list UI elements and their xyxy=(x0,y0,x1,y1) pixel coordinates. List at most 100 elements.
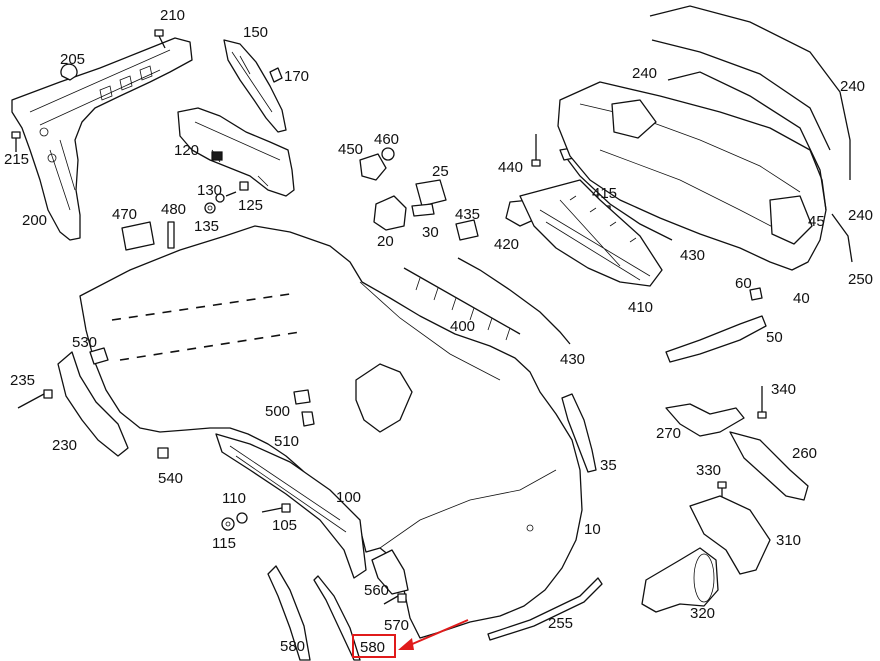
label-250: 250 xyxy=(848,271,873,288)
label-310: 310 xyxy=(776,532,801,549)
label-130: 130 xyxy=(197,182,222,199)
part-410-carrier[interactable] xyxy=(519,179,663,287)
part-235-screw[interactable] xyxy=(17,389,53,409)
part-580-strip-outer[interactable] xyxy=(267,565,311,661)
part-250-trim[interactable] xyxy=(831,213,853,263)
part-460-ring[interactable] xyxy=(381,147,395,161)
part-320-tailpipe[interactable] xyxy=(641,547,719,613)
part-435-clip[interactable] xyxy=(455,219,479,241)
part-150-bracket[interactable] xyxy=(223,39,287,133)
label-215: 215 xyxy=(4,151,29,168)
highlight-arrow xyxy=(398,619,469,650)
part-560-bracket[interactable] xyxy=(371,549,409,595)
label-330: 330 xyxy=(696,462,721,479)
part-255-strip[interactable] xyxy=(487,577,603,641)
part-400-trim[interactable] xyxy=(403,267,521,341)
part-120-bracket[interactable] xyxy=(177,107,295,197)
label-115: 115 xyxy=(212,535,236,552)
bumper-inner-bracket[interactable] xyxy=(355,363,413,433)
part-170-clip[interactable] xyxy=(269,67,283,83)
label-470: 470 xyxy=(112,206,137,223)
part-200-bracket[interactable] xyxy=(11,37,193,241)
label-110: 110 xyxy=(222,490,246,507)
label-450: 450 xyxy=(338,141,363,158)
part-240-strip-low[interactable] xyxy=(667,71,827,211)
part-480-strip[interactable] xyxy=(167,221,175,249)
label-120: 120 xyxy=(174,142,199,159)
label-570: 570 xyxy=(384,617,409,634)
label-420: 420 xyxy=(494,236,519,253)
part-430-cable-lower[interactable] xyxy=(457,257,571,345)
label-20: 20 xyxy=(377,233,394,250)
label-210: 210 xyxy=(160,7,185,24)
part-570-screw[interactable] xyxy=(383,593,407,605)
part-125-screw[interactable] xyxy=(225,181,249,197)
part-50-panel[interactable] xyxy=(665,315,767,363)
part-30-clip[interactable] xyxy=(411,203,435,217)
label-255: 255 xyxy=(548,615,573,632)
label-340: 340 xyxy=(771,381,796,398)
label-410: 410 xyxy=(628,299,653,316)
part-215-bolt[interactable] xyxy=(11,131,21,152)
label-50: 50 xyxy=(766,329,783,346)
label-35: 35 xyxy=(600,457,617,474)
label-580-highlighted: 580 xyxy=(360,639,385,656)
label-320: 320 xyxy=(690,605,715,622)
label-260: 260 xyxy=(792,445,817,462)
part-110-washer[interactable] xyxy=(236,512,248,524)
part-240-strip-mid[interactable] xyxy=(651,39,831,151)
label-60: 60 xyxy=(735,275,752,292)
part-530-clip[interactable] xyxy=(89,347,109,365)
label-45: 45 xyxy=(808,213,825,230)
label-100: 100 xyxy=(336,489,361,506)
part-25-bracket[interactable] xyxy=(415,179,447,207)
part-45-diffuser[interactable] xyxy=(557,81,827,271)
part-100-bracket[interactable] xyxy=(215,433,367,579)
label-150: 150 xyxy=(243,24,268,41)
part-135-nut[interactable] xyxy=(204,202,216,214)
part-540-clip[interactable] xyxy=(157,447,169,459)
label-240-b: 240 xyxy=(840,78,865,95)
label-480: 480 xyxy=(161,201,186,218)
part-510-clip[interactable] xyxy=(301,411,315,427)
part-35-trim[interactable] xyxy=(561,393,597,473)
label-270: 270 xyxy=(656,425,681,442)
part-10-bumper-cover[interactable] xyxy=(79,225,583,639)
label-10: 10 xyxy=(584,521,601,538)
part-240-strip-top[interactable] xyxy=(649,5,851,180)
label-240-c: 240 xyxy=(848,207,873,224)
label-540: 540 xyxy=(158,470,183,487)
label-510: 510 xyxy=(274,433,299,450)
label-580-a: 580 xyxy=(280,638,305,655)
label-415: 415 xyxy=(592,185,617,202)
highlight-580[interactable]: 580 xyxy=(352,634,396,658)
label-440: 440 xyxy=(498,159,523,176)
part-230-bracket[interactable] xyxy=(57,351,129,457)
part-205-clip[interactable] xyxy=(60,63,78,81)
part-470-cover[interactable] xyxy=(121,221,155,251)
part-310-bracket[interactable] xyxy=(689,495,771,575)
part-105-screw[interactable] xyxy=(261,503,291,513)
part-450-sensor[interactable] xyxy=(359,153,387,181)
label-240-a: 240 xyxy=(632,65,657,82)
part-20-bracket[interactable] xyxy=(373,195,407,231)
label-560: 560 xyxy=(364,582,389,599)
label-200: 200 xyxy=(22,212,47,229)
part-580-strip-inner[interactable] xyxy=(313,575,361,661)
part-60-clip[interactable] xyxy=(749,287,763,301)
label-235: 235 xyxy=(10,372,35,389)
part-500-clip[interactable] xyxy=(293,389,311,405)
part-270-bracket[interactable] xyxy=(665,403,745,437)
part-210-screw[interactable] xyxy=(154,29,166,49)
part-130-washer[interactable] xyxy=(215,193,225,203)
label-125: 125 xyxy=(238,197,263,214)
highlight-box xyxy=(352,634,396,658)
part-115-nut[interactable] xyxy=(221,517,235,531)
label-170: 170 xyxy=(284,68,309,85)
part-340-bolt[interactable] xyxy=(757,386,767,419)
label-230: 230 xyxy=(52,437,77,454)
part-440-pin[interactable] xyxy=(531,134,541,167)
part-260-bracket[interactable] xyxy=(729,431,809,501)
label-30: 30 xyxy=(422,224,439,241)
